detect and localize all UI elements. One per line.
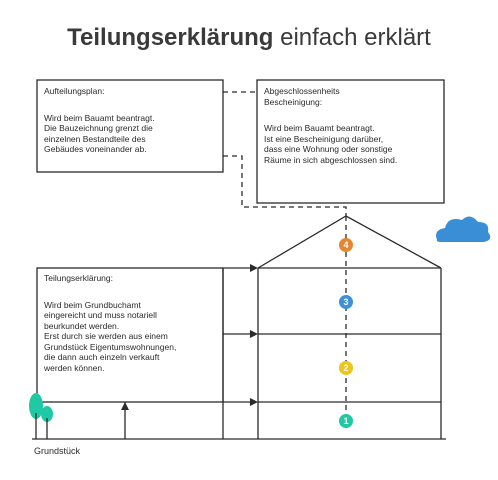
aufteilungsplan-box: [36, 79, 224, 173]
teilungserklaerung-line: die dann auch einzeln verkauft: [44, 352, 160, 362]
floor-badge-4: 4: [339, 238, 353, 252]
floor-badge-2: 2: [339, 361, 353, 375]
teilungserklaerung-heading: Teilungserklärung:: [44, 273, 113, 283]
cloud-icon: [436, 216, 491, 242]
abgeschlossenheit-line: dass eine Wohnung oder sonstige: [264, 144, 393, 154]
floor-badge-3: 3: [339, 295, 353, 309]
title-light: einfach erklärt: [280, 24, 431, 51]
arrowhead-mid: [250, 330, 258, 338]
floor-badge-1: 1: [339, 414, 353, 428]
abgeschlossenheit-line: Räume in sich abgeschlossen sind.: [264, 154, 398, 165]
aufteilungsplan-line: Die Bauzeichnung grenzt die: [44, 123, 153, 133]
teilungserklaerung-line: beurkundet werden.: [44, 320, 120, 331]
abgeschlossenheit-line: Wird beim Bauamt beantragt.: [264, 123, 375, 133]
teilungserklaerung-text: Teilungserklärung: Wird beim Grundbucham…: [44, 273, 218, 373]
teilungserklaerung-line: Erst durch sie werden aus einem: [44, 331, 168, 341]
aufteilungsplan-line: Gebäudes voneinander ab.: [44, 144, 147, 154]
abgeschlossenheit-heading-line: Bescheinigung:: [264, 96, 323, 107]
aufteilungsplan-text: Aufteilungsplan: Wird beim Bauamt beantr…: [44, 86, 216, 155]
abgeschlossenheit-line: Ist eine Bescheinigung darüber,: [264, 133, 384, 144]
ground-label: Grundstück: [34, 446, 81, 456]
arrowhead-low: [250, 398, 258, 406]
teilungserklaerung-line: Grundstück Eigentumswohnungen,: [44, 341, 177, 352]
page-title: Teilungserklärung einfach erklärt: [0, 24, 498, 52]
arrowhead-top: [250, 264, 258, 272]
abgeschlossenheit-box: [256, 79, 445, 204]
aufteilungsplan-line: Wird beim Bauamt beantragt.: [44, 112, 155, 123]
teilungserklaerung-line: eingereicht und muss notariell: [44, 310, 157, 320]
ground-arrowhead: [121, 402, 129, 410]
tree-icon: [29, 393, 53, 439]
teilungserklaerung-line: Wird beim Grundbuchamt: [44, 299, 141, 310]
abgeschlossenheit-text: Abgeschlossenheits Bescheinigung: Wird b…: [264, 86, 440, 165]
title-bold: Teilungserklärung: [67, 24, 274, 51]
connector-dashed-side: [223, 155, 347, 216]
teilungserklaerung-line: werden können.: [44, 362, 105, 373]
abgeschlossenheit-heading-line: Abgeschlossenheits: [264, 86, 340, 96]
aufteilungsplan-line: einzelnen Bestandteile des: [44, 133, 146, 144]
aufteilungsplan-heading: Aufteilungsplan:: [44, 86, 105, 96]
